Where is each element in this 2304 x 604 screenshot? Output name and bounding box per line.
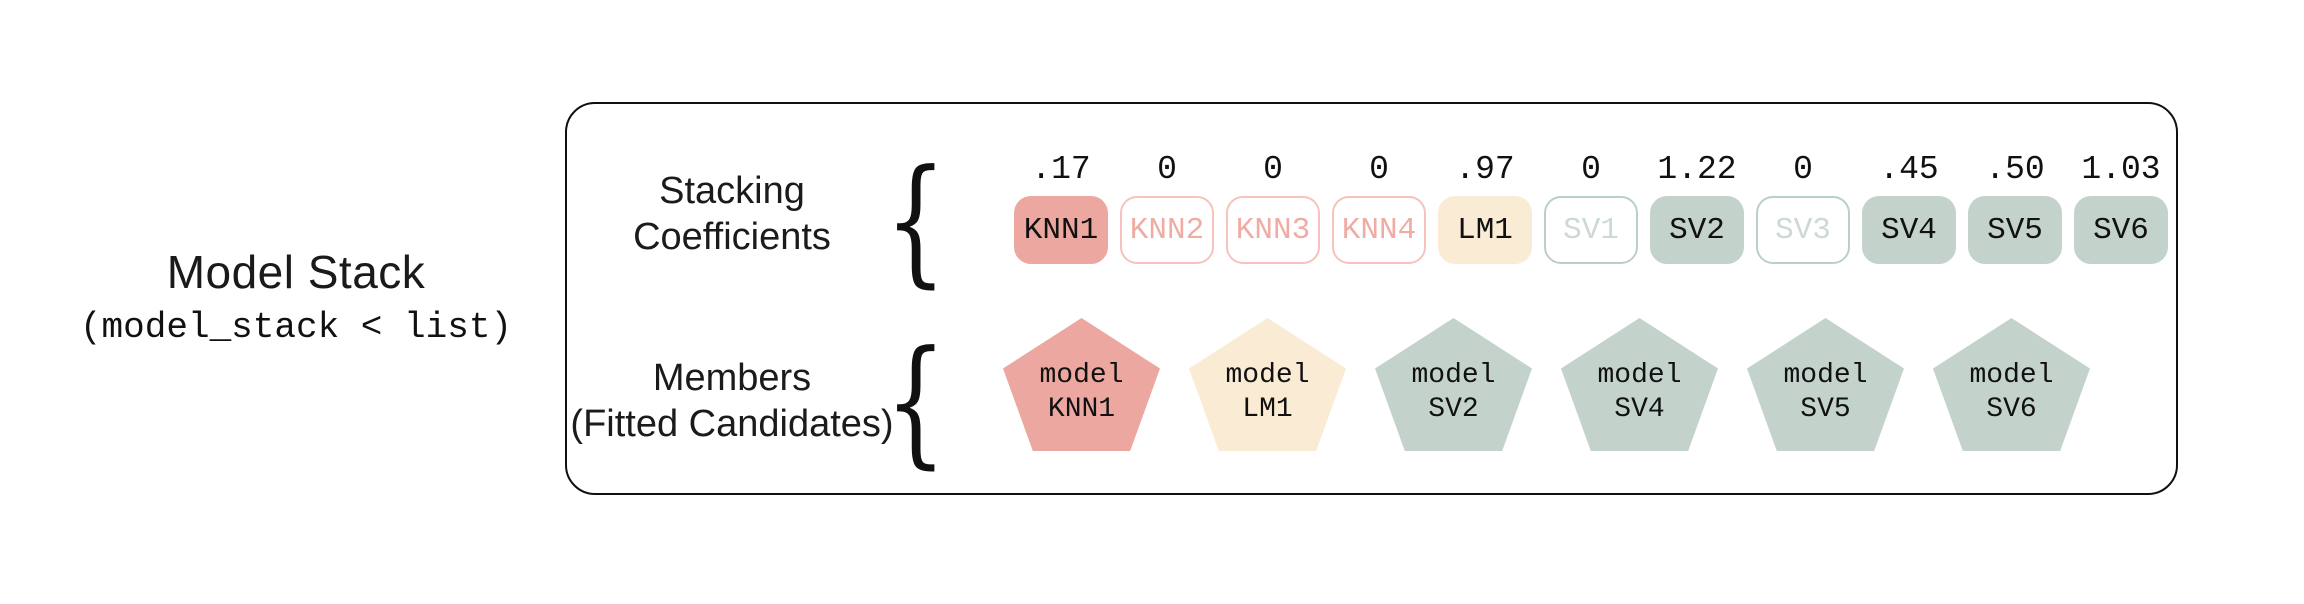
coefficient-value: .17 xyxy=(1031,150,1091,188)
stacking-coefficients-label-line2: Coefficients xyxy=(633,216,831,258)
member-pentagon-knn1: model KNN1 xyxy=(1003,318,1160,451)
coefficient-column-knn4: 0 KNN4 xyxy=(1332,142,1426,264)
coefficients-brace-icon: { xyxy=(885,140,947,301)
coefficient-column-sv6: 1.03 SV6 xyxy=(2074,142,2168,264)
members-label: Members (Fitted Candidates) xyxy=(562,355,902,447)
member-label-line1: model xyxy=(1411,359,1496,391)
stacking-coefficients-label-line1: Stacking xyxy=(659,170,805,212)
stacking-coefficients-label: Stacking Coefficients xyxy=(562,168,902,260)
member-label-line2: SV4 xyxy=(1614,393,1665,425)
member-pentagon-sv4: model SV4 xyxy=(1561,318,1718,451)
coefficient-column-knn3: 0 KNN3 xyxy=(1226,142,1320,264)
coefficient-value: .50 xyxy=(1985,150,2045,188)
coefficient-value: .97 xyxy=(1455,150,1515,188)
member-pentagon-sv5: model SV5 xyxy=(1747,318,1904,451)
coefficient-chip-sv5: SV5 xyxy=(1968,196,2062,264)
coefficient-value: 0 xyxy=(1793,150,1813,188)
coefficient-column-knn2: 0 KNN2 xyxy=(1120,142,1214,264)
coefficient-column-sv4: .45 SV4 xyxy=(1862,142,1956,264)
page-title: Model Stack xyxy=(166,246,426,298)
title-code-annotation: (model_stack < list) xyxy=(79,307,513,348)
coefficient-chip-lm1: LM1 xyxy=(1438,196,1532,264)
coefficient-chip-sv3: SV3 xyxy=(1756,196,1850,264)
coefficient-value: 1.22 xyxy=(1657,150,1737,188)
member-label-line2: SV6 xyxy=(1986,393,2037,425)
coefficient-value: 0 xyxy=(1263,150,1283,188)
coefficient-chip-knn3: KNN3 xyxy=(1226,196,1320,264)
coefficient-value: 0 xyxy=(1581,150,1601,188)
coefficient-column-sv3: 0 SV3 xyxy=(1756,142,1850,264)
coefficient-chip-sv2: SV2 xyxy=(1650,196,1744,264)
model-stack-panel: Stacking Coefficients { .17 KNN1 0 KNN2 … xyxy=(565,102,2178,495)
member-label-line1: model xyxy=(1783,359,1868,391)
coefficient-value: 0 xyxy=(1157,150,1177,188)
member-pentagon-sv6: model SV6 xyxy=(1933,318,2090,451)
coefficient-chip-sv1: SV1 xyxy=(1544,196,1638,264)
member-pentagon-sv2: model SV2 xyxy=(1375,318,1532,451)
coefficient-chip-knn4: KNN4 xyxy=(1332,196,1426,264)
coefficient-column-sv2: 1.22 SV2 xyxy=(1650,142,1744,264)
member-pentagon-lm1: model LM1 xyxy=(1189,318,1346,451)
coefficient-chip-sv4: SV4 xyxy=(1862,196,1956,264)
coefficient-column-knn1: .17 KNN1 xyxy=(1014,142,1108,264)
coefficient-value: 1.03 xyxy=(2081,150,2161,188)
coefficient-value: .45 xyxy=(1879,150,1939,188)
member-label-line1: model xyxy=(1225,359,1310,391)
coefficient-chip-sv6: SV6 xyxy=(2074,196,2168,264)
coefficient-column-sv5: .50 SV5 xyxy=(1968,142,2062,264)
members-brace-icon: { xyxy=(885,321,947,482)
coefficient-value: 0 xyxy=(1369,150,1389,188)
member-label-line2: SV2 xyxy=(1428,393,1479,425)
coefficient-chip-knn1: KNN1 xyxy=(1014,196,1108,264)
member-label-line1: model xyxy=(1039,359,1124,391)
member-label-line2: KNN1 xyxy=(1047,393,1116,425)
coefficient-column-lm1: .97 LM1 xyxy=(1438,142,1532,264)
members-row: model KNN1 model LM1 model SV2 model SV4… xyxy=(1003,318,2090,451)
member-label-line1: model xyxy=(1969,359,2054,391)
diagram-title-block: Model Stack (model_stack < list) xyxy=(78,246,514,348)
member-label-line2: SV5 xyxy=(1800,393,1851,425)
coefficient-chip-knn2: KNN2 xyxy=(1120,196,1214,264)
coefficients-row: .17 KNN1 0 KNN2 0 KNN3 0 KNN4 .97 LM1 0 … xyxy=(1014,142,2168,264)
member-label-line1: model xyxy=(1597,359,1682,391)
members-label-line2: (Fitted Candidates) xyxy=(570,403,894,445)
member-label-line2: LM1 xyxy=(1242,393,1293,425)
coefficient-column-sv1: 0 SV1 xyxy=(1544,142,1638,264)
members-label-line1: Members xyxy=(652,357,812,399)
